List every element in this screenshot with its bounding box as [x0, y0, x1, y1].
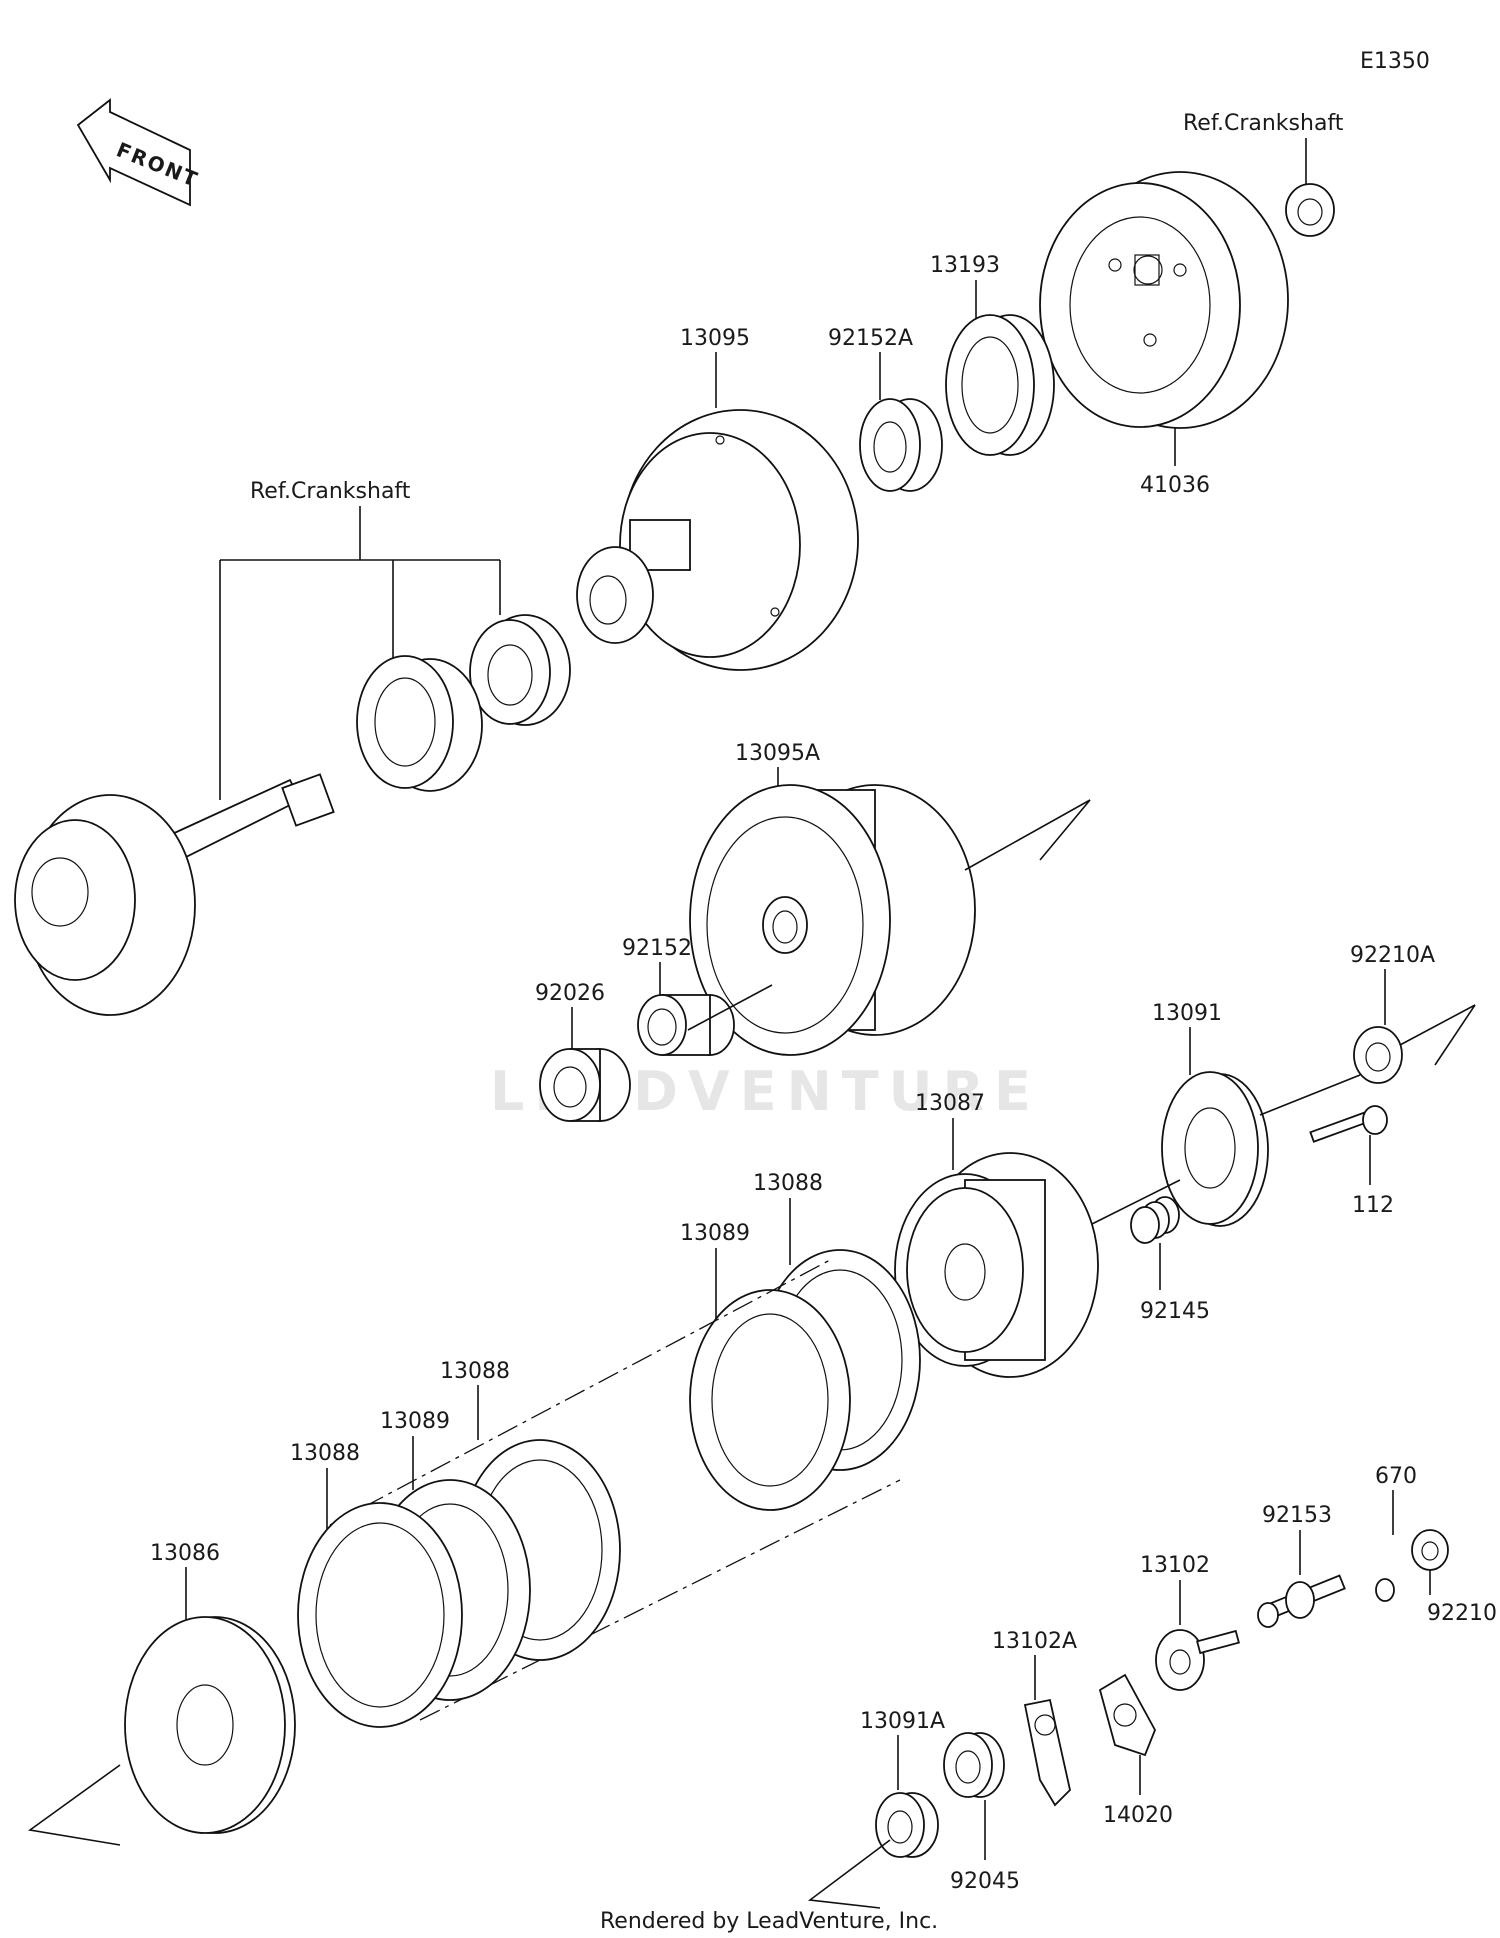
part-92210A-icon: [1353, 1026, 1403, 1084]
label-112: 112: [1352, 1193, 1394, 1218]
part-92145-icon: [1130, 1196, 1180, 1244]
label-41036: 41036: [1140, 473, 1210, 498]
label-92152: 92152: [622, 936, 692, 961]
part-112-icon: [1309, 1105, 1388, 1143]
label-92210: 92210: [1427, 1601, 1497, 1626]
label-92210A: 92210A: [1350, 943, 1435, 968]
part-92153-icon: [1257, 1574, 1346, 1628]
label-670: 670: [1375, 1464, 1417, 1489]
label-13193: 13193: [930, 253, 1000, 278]
bearing-crankshaft-icon: [356, 655, 483, 792]
label-92045: 92045: [950, 1869, 1020, 1894]
label-13089-a: 13089: [680, 1221, 750, 1246]
part-92026-icon: [539, 1048, 631, 1122]
label-13102: 13102: [1140, 1553, 1210, 1578]
label-92026: 92026: [535, 981, 605, 1006]
part-13102-icon: [1155, 1629, 1240, 1691]
label-ref-crankshaft-left: Ref.Crankshaft: [250, 479, 411, 504]
part-92152-icon: [637, 994, 735, 1056]
label-ref-crankshaft-top: Ref.Crankshaft: [1183, 111, 1344, 136]
nut-ref-crankshaft-icon: [1285, 183, 1335, 237]
label-13087: 13087: [915, 1091, 985, 1116]
label-14020: 14020: [1103, 1803, 1173, 1828]
part-13091-icon: [1161, 1071, 1269, 1227]
label-13091A: 13091A: [860, 1709, 945, 1734]
front-arrow-icon: FRONT: [76, 98, 202, 207]
label-92153: 92153: [1262, 1503, 1332, 1528]
label-92152A: 92152A: [828, 326, 913, 351]
crankshaft-icon: [14, 773, 335, 1016]
credit-text: Rendered by LeadVenture, Inc.: [600, 1909, 938, 1934]
label-13102A: 13102A: [992, 1629, 1077, 1654]
part-13088-c-icon: [297, 1502, 463, 1728]
part-92152A-icon: [859, 398, 943, 492]
part-13095A-icon: [689, 784, 976, 1056]
part-670-icon: [1375, 1578, 1395, 1602]
label-13088-c: 13088: [290, 1441, 360, 1466]
label-13088-b: 13088: [440, 1359, 510, 1384]
part-92045-icon: [943, 1732, 1005, 1798]
label-92145: 92145: [1140, 1299, 1210, 1324]
part-13089-a-icon: [689, 1289, 851, 1511]
part-92210-icon: [1411, 1529, 1449, 1571]
part-14020-icon: [1098, 1673, 1156, 1757]
part-13095-icon: [576, 409, 859, 671]
part-13091A-icon: [875, 1792, 939, 1858]
part-13086-icon: [124, 1616, 296, 1834]
part-13193-icon: [945, 314, 1055, 456]
label-13088-a: 13088: [753, 1171, 823, 1196]
label-13089-b: 13089: [380, 1409, 450, 1434]
label-13095A: 13095A: [735, 741, 820, 766]
part-13102A-icon: [1023, 1698, 1071, 1807]
part-41036-icon: [1039, 171, 1289, 429]
diagram-code: E1350: [1360, 49, 1430, 74]
label-13095: 13095: [680, 326, 750, 351]
label-13091: 13091: [1152, 1001, 1222, 1026]
part-13087-icon: [894, 1152, 1099, 1378]
label-13086: 13086: [150, 1541, 220, 1566]
gear-crankshaft-icon: [469, 614, 571, 726]
